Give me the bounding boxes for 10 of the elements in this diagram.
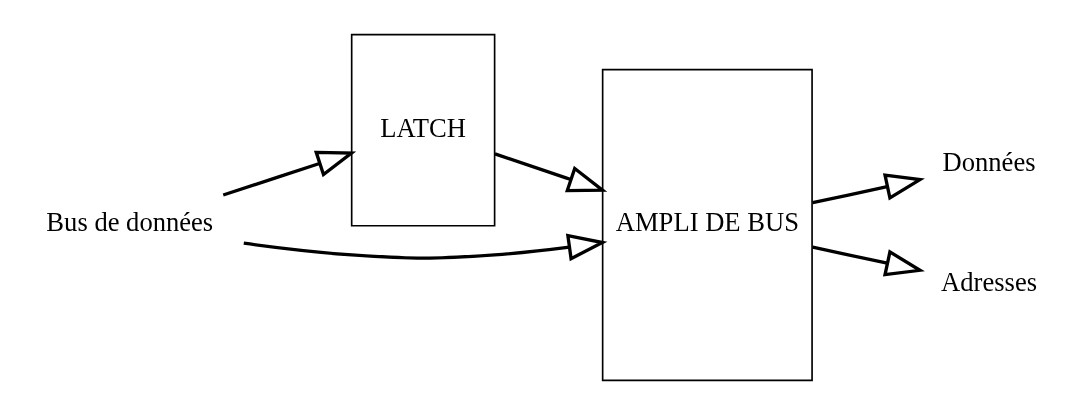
arrow — [494, 151, 608, 192]
arrow — [243, 233, 608, 261]
node-text: Bus de données — [46, 206, 214, 237]
arrow — [222, 150, 357, 197]
node-box: AMPLI DE BUS — [601, 68, 813, 381]
arrow — [812, 172, 925, 204]
node-box: LATCH — [350, 33, 496, 227]
node-text: Données — [942, 146, 1036, 177]
arrow — [812, 245, 925, 277]
node-text: Adresses — [941, 266, 1038, 297]
